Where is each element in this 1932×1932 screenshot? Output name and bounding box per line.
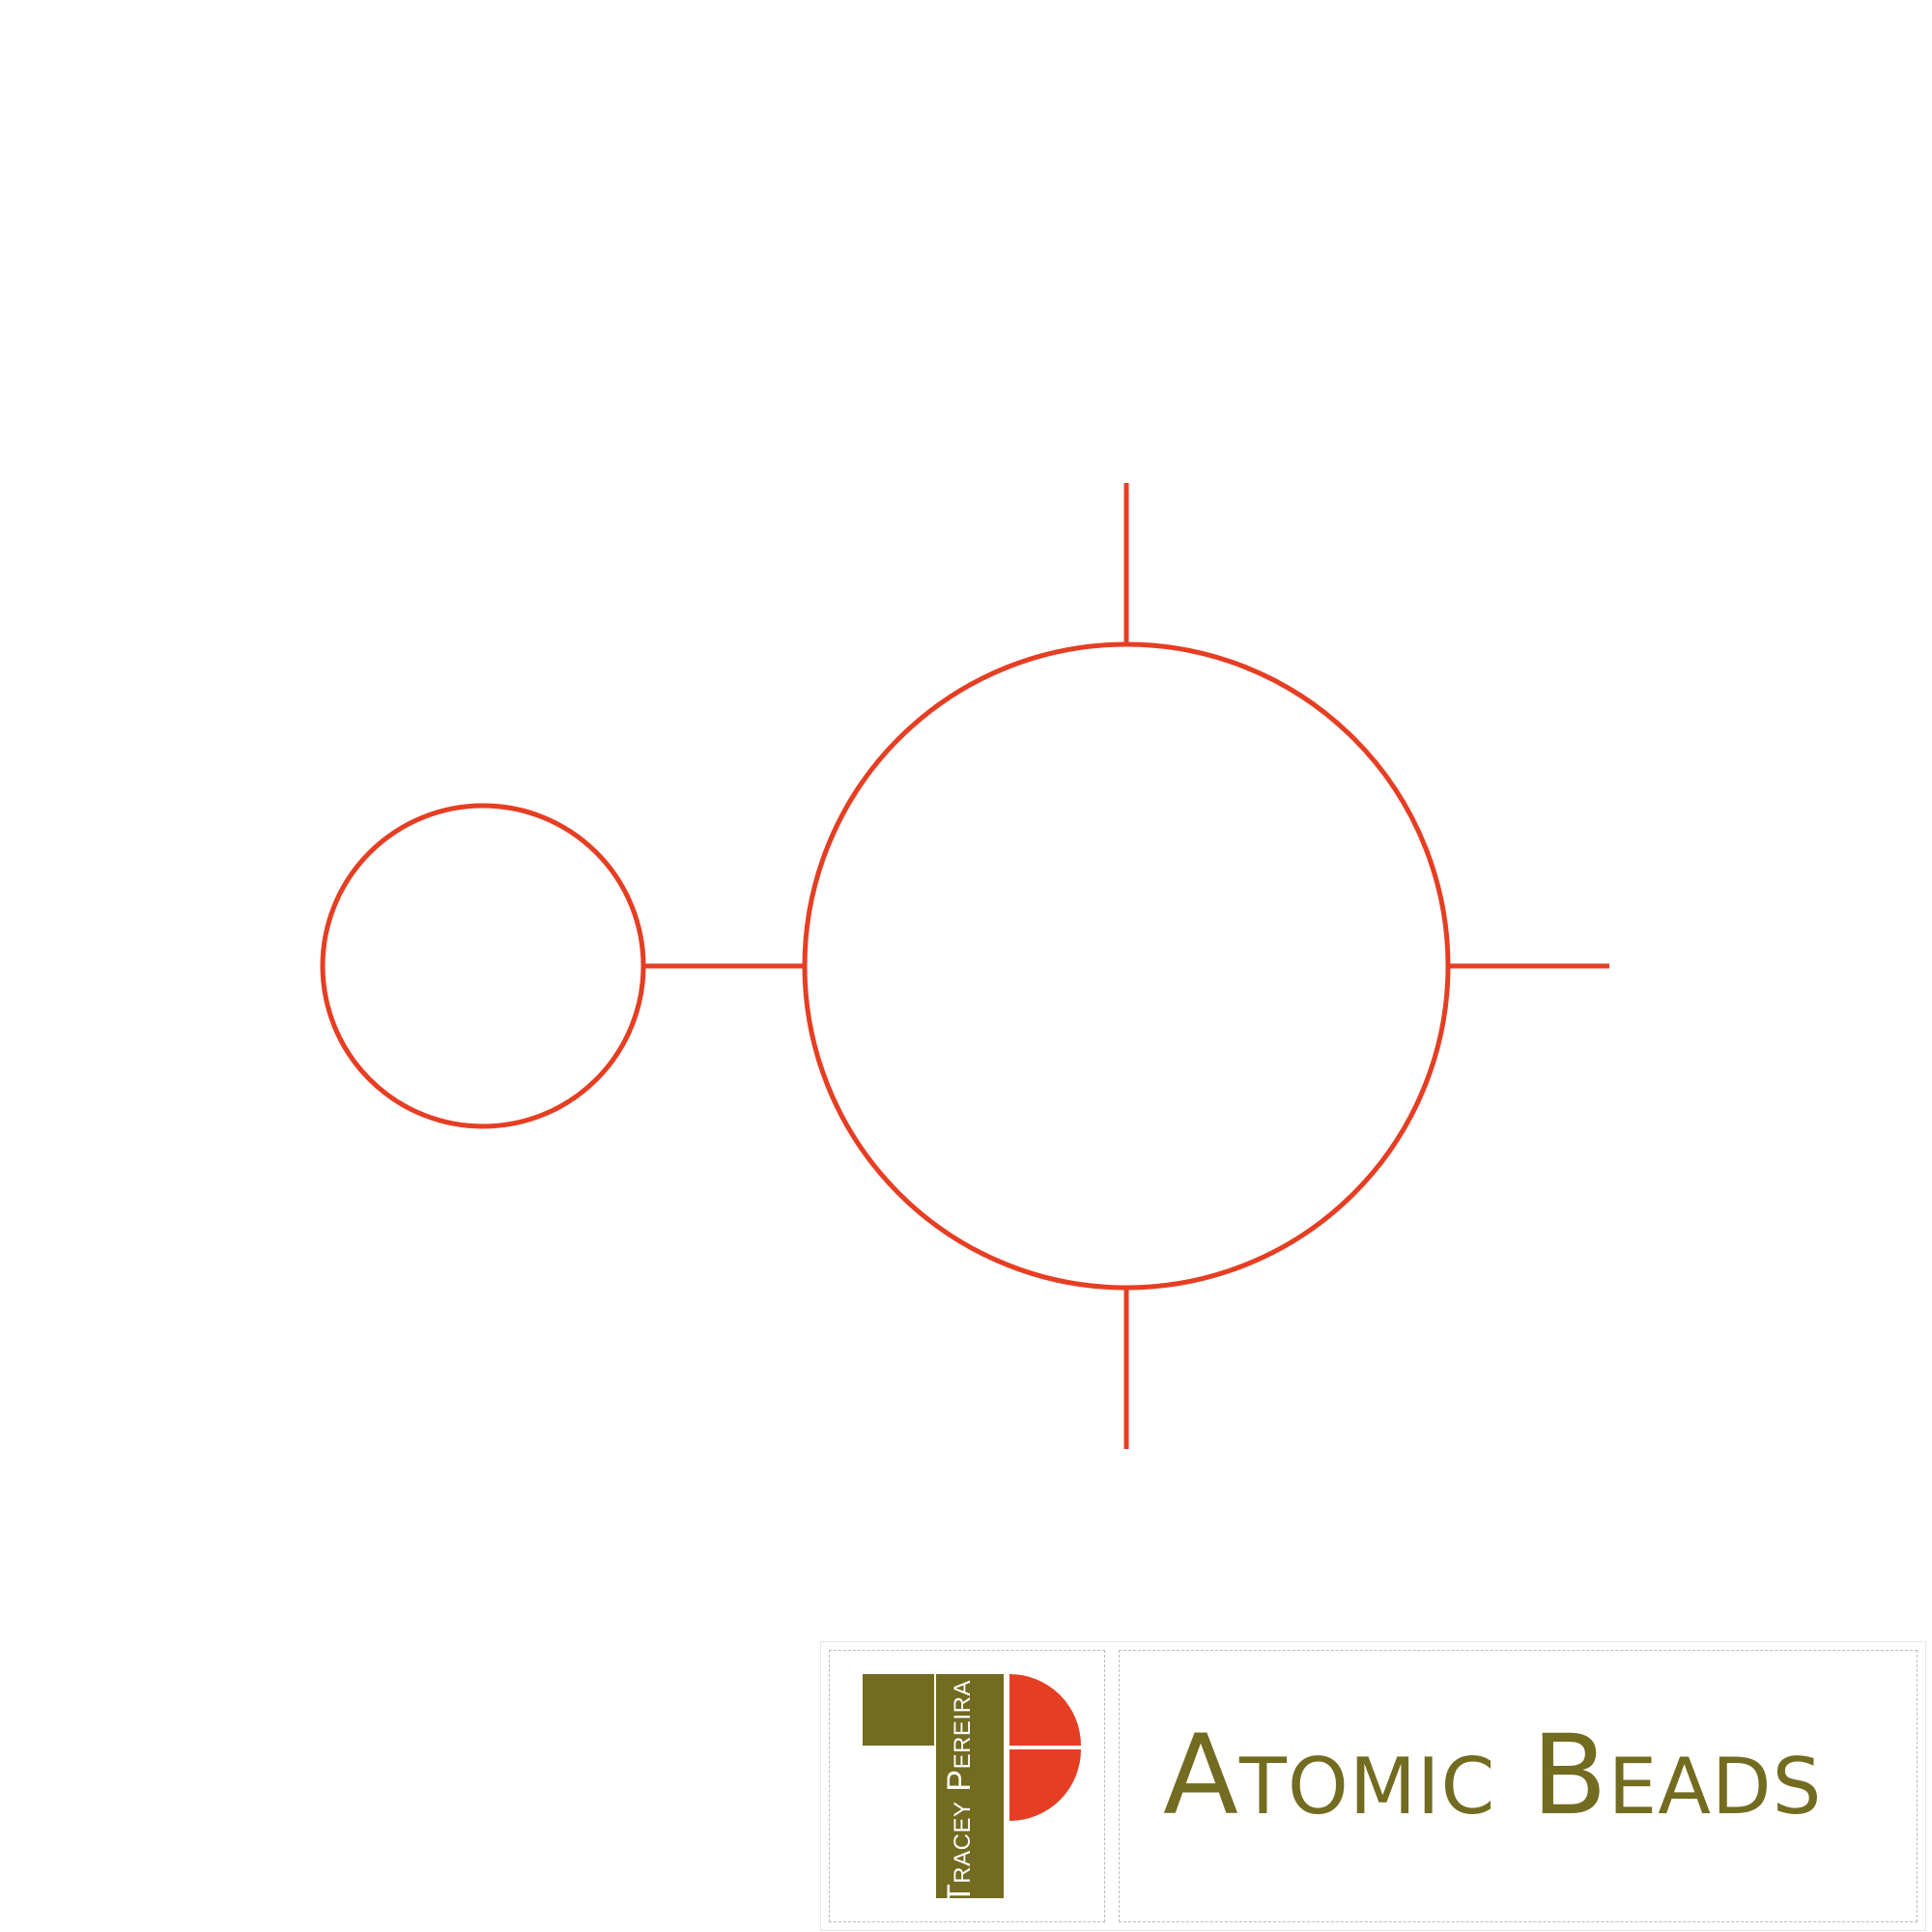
logo-red-lower-quarter [1009, 1749, 1081, 1821]
title-box: Atomic Beads [1119, 1650, 1918, 1922]
product-title: Atomic Beads [1163, 1711, 1823, 1839]
small-bead-circle [320, 803, 646, 1129]
logo-olive-stem [936, 1674, 1004, 1898]
designer-name: Tracey Pereira [941, 1680, 978, 1904]
logo-box: Tracey Pereira [829, 1650, 1105, 1922]
brand-panel: Tracey Pereira Atomic Beads [820, 1641, 1926, 1931]
logo-red-upper-quarter [1009, 1674, 1081, 1746]
large-bead-circle [802, 641, 1451, 1291]
tp-monogram-icon [863, 1674, 1081, 1898]
logo-olive-square [863, 1674, 934, 1746]
